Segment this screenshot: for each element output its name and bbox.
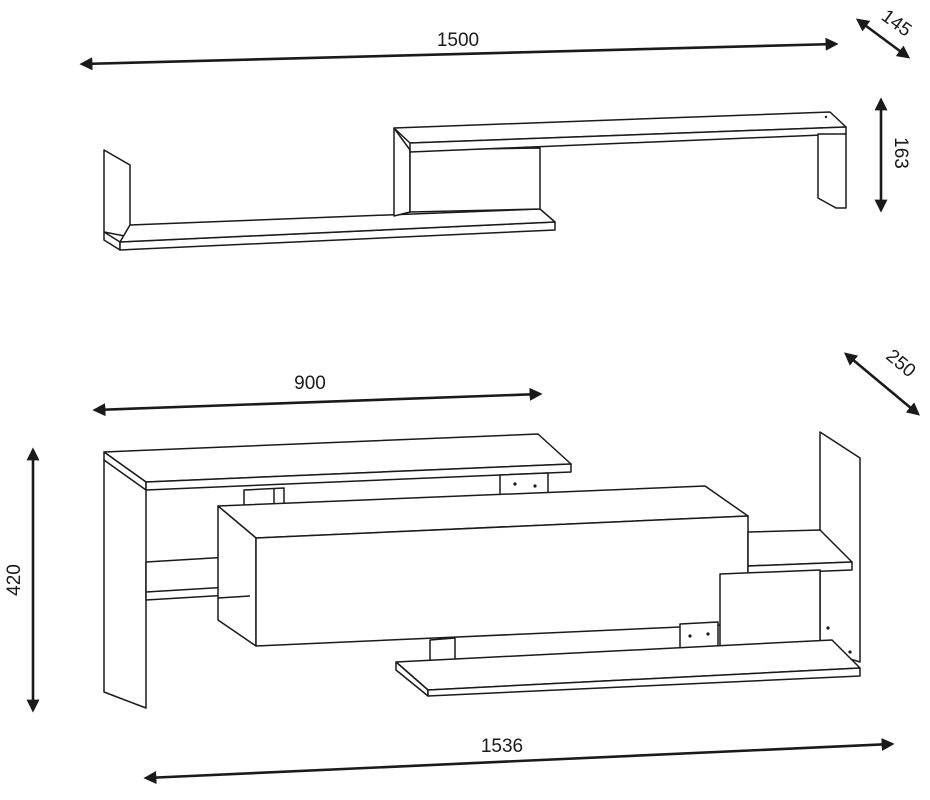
dimension-900: 900: [92, 373, 543, 417]
label-1500: 1500: [437, 30, 479, 51]
label-420: 420: [4, 564, 25, 596]
label-163: 163: [890, 137, 911, 169]
label-900: 900: [294, 373, 326, 394]
dimension-145: 145: [855, 6, 915, 59]
wall-shelf-drawing: [103, 111, 847, 251]
label-1536: 1536: [481, 736, 523, 757]
dimension-250: 250: [844, 346, 920, 416]
dimension-1536: 1536: [143, 736, 895, 785]
label-250: 250: [882, 346, 920, 382]
tv-unit-drawing: [103, 431, 861, 709]
dimension-163: 163: [874, 97, 911, 213]
dimension-1500: 1500: [79, 30, 839, 71]
dimension-420: 420: [4, 447, 40, 713]
label-145: 145: [877, 6, 915, 42]
